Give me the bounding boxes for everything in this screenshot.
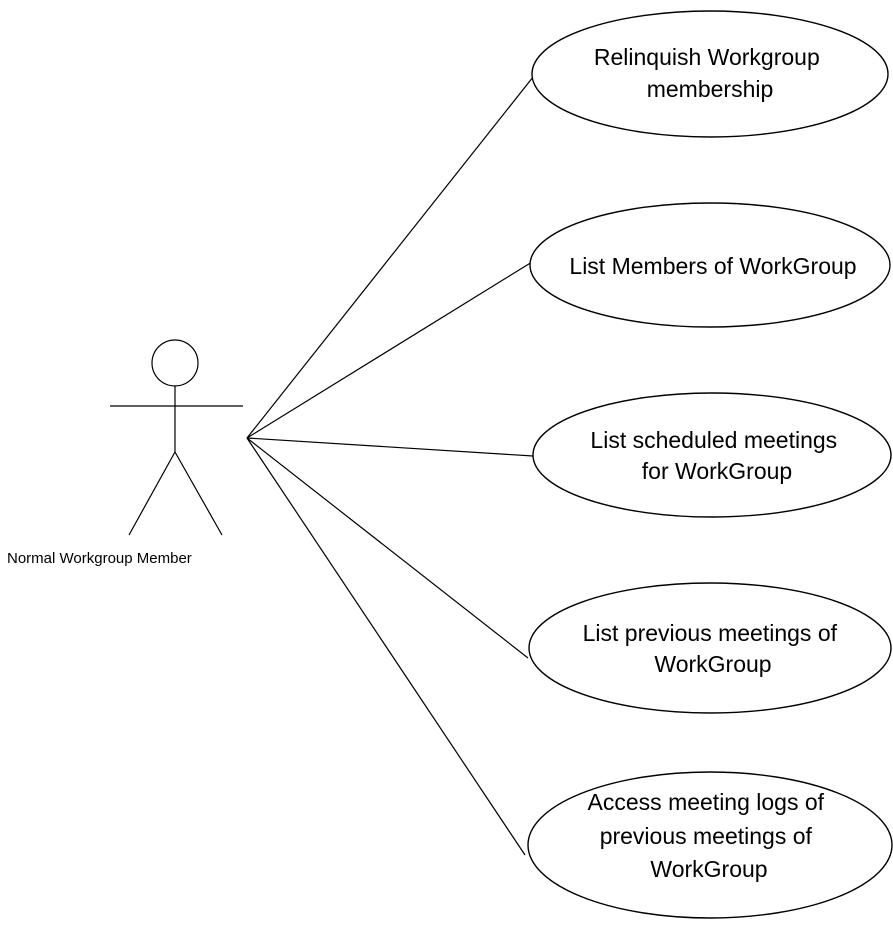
use-case-label: Relinquish Workgroup membership [594,44,826,102]
use-case-access-logs[interactable]: Access meeting logs of previous meetings… [527,771,893,919]
use-case-relinquish[interactable]: Relinquish Workgroup membership [531,10,889,138]
actor-head [151,339,199,387]
association-list-previous [246,437,529,659]
association-list-scheduled [246,437,534,457]
use-case-list-members[interactable]: List Members of WorkGroup [529,202,891,328]
association-lines [246,71,538,856]
use-case-list-previous[interactable]: List previous meetings of WorkGroup [528,582,892,714]
use-case-label: List scheduled meetings for WorkGroup [590,427,843,484]
association-list-members [246,261,533,439]
use-case-label: List Members of WorkGroup [569,253,856,279]
use-case-list-scheduled[interactable]: List scheduled meetings for WorkGroup [532,392,892,518]
actor-name: Normal Workgroup Member [7,550,192,567]
use-case-ellipse [529,202,891,328]
use-case-label: List previous meetings of WorkGroup [583,620,844,677]
use-case-label: Access meeting logs of previous meetings… [588,789,831,882]
actor-figure [110,339,243,536]
use-case-ellipse [528,582,892,714]
actor-right-leg [174,451,223,536]
association-relinquish [246,71,538,439]
association-access-logs [246,437,526,856]
use-case-ellipse [532,392,892,518]
actor-left-leg [128,451,176,536]
use-case-ellipse [527,771,893,919]
use-case-ellipse [531,10,889,138]
